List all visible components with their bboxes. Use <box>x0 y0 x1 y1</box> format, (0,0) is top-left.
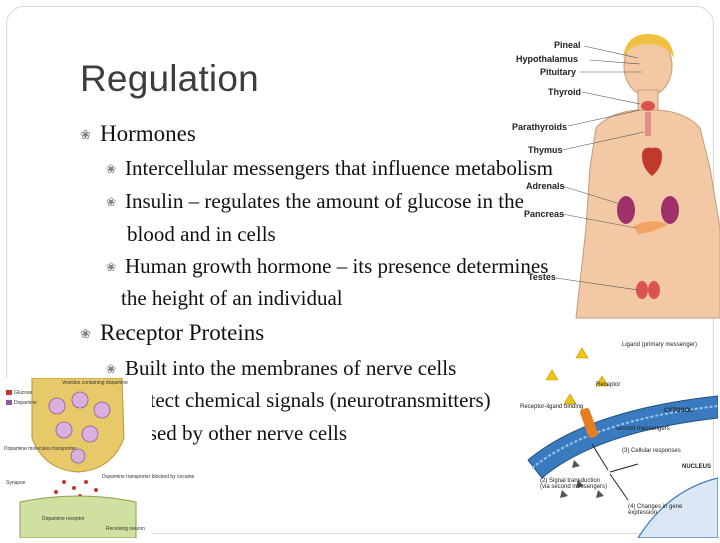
label-transporter: Dopamine molecules transporter <box>4 446 77 452</box>
label-dopamine: Dopamine <box>14 400 37 406</box>
hair-shape <box>623 34 674 58</box>
heart-organ <box>642 147 662 176</box>
label-blocked-transporter: Dopamine transporter blocked by cocaine <box>102 474 195 480</box>
label-receptor: Dopamine receptor <box>42 516 85 522</box>
label-testes: Testes <box>528 272 556 282</box>
pancreas-organ <box>634 221 668 234</box>
label-receptor-protein: Receptor <box>596 382 621 388</box>
label-synapse: Synapse <box>6 480 26 486</box>
label-ligand: Ligand (primary messenger) <box>622 342 698 348</box>
bullet-detect: ❀Detect chemical signals (neurotransmitt… <box>106 384 491 417</box>
label-pancreas: Pancreas <box>524 209 565 219</box>
label-nucleus: NUCLEUS <box>682 464 712 470</box>
bullet-growth-hormone: ❀Human growth hormone – its presence det… <box>106 250 548 283</box>
kidney-right <box>661 196 679 224</box>
slide-title: Regulation <box>80 58 259 99</box>
label-adrenals: Adrenals <box>526 181 565 191</box>
bullet-insulin-cont: blood and in cells <box>127 222 276 246</box>
label-parathyroids: Parathyroids <box>512 122 568 132</box>
bullet-insulin: ❀Insulin – regulates the amount of gluco… <box>106 185 524 218</box>
bullet-glyph-icon: ❀ <box>80 326 91 341</box>
label-glucose: Glucose <box>14 390 33 396</box>
synapse-figure: Glucose Dopamine Vesicles containing dop… <box>2 377 194 539</box>
label-thyroid: Thyroid <box>548 87 581 97</box>
label-pineal: Pineal <box>554 40 581 50</box>
endocrine-system-figure: Pineal Hypothalamus Pituitary Thyroid Pa… <box>510 28 720 328</box>
synapse-illustration <box>2 377 152 539</box>
bullet-glyph-icon: ❀ <box>106 162 117 176</box>
bullet-hormones: ❀Hormones <box>80 118 196 151</box>
bullet-built-into: ❀Built into the membranes of nerve cells <box>106 352 456 385</box>
label-signal-transduction: (2) Signal transduction (via second mess… <box>540 478 608 490</box>
thyroid-organ <box>641 101 655 111</box>
bullet-growth-cont: the height of an individual <box>121 286 343 310</box>
bullet-glyph-icon: ❀ <box>106 195 117 209</box>
label-pituitary: Pituitary <box>540 67 577 77</box>
bullet-intercellular: ❀Intercellular messengers that influence… <box>106 152 553 185</box>
cell-membrane-illustration <box>527 347 719 539</box>
label-vesicles: Vesicles containing dopamine <box>62 380 128 386</box>
human-body-illustration <box>555 34 720 319</box>
label-thymus: Thymus <box>528 145 563 155</box>
bullet-glyph-icon: ❀ <box>106 260 117 274</box>
label-gene-expression: (4) Changes in gene expression <box>628 504 683 516</box>
label-receptor-ligand-binding: Receptor-ligand binding <box>520 404 584 410</box>
label-second-messengers: second messengers <box>616 426 670 432</box>
label-receiving-neuron: Receiving neuron <box>106 526 145 532</box>
receptor-signaling-figure: Ligand (primary messenger) Receptor Rece… <box>518 340 719 539</box>
bullet-glyph-icon: ❀ <box>80 127 91 142</box>
label-cellular-responses: (3) Cellular responses <box>622 448 681 454</box>
kidney-left <box>617 196 635 224</box>
bullet-glyph-icon: ❀ <box>106 362 117 376</box>
bullet-receptor-proteins: ❀Receptor Proteins <box>80 317 264 350</box>
label-hypothalamus: Hypothalamus <box>516 54 579 64</box>
label-cytosol: CYTOSOL <box>664 408 693 414</box>
